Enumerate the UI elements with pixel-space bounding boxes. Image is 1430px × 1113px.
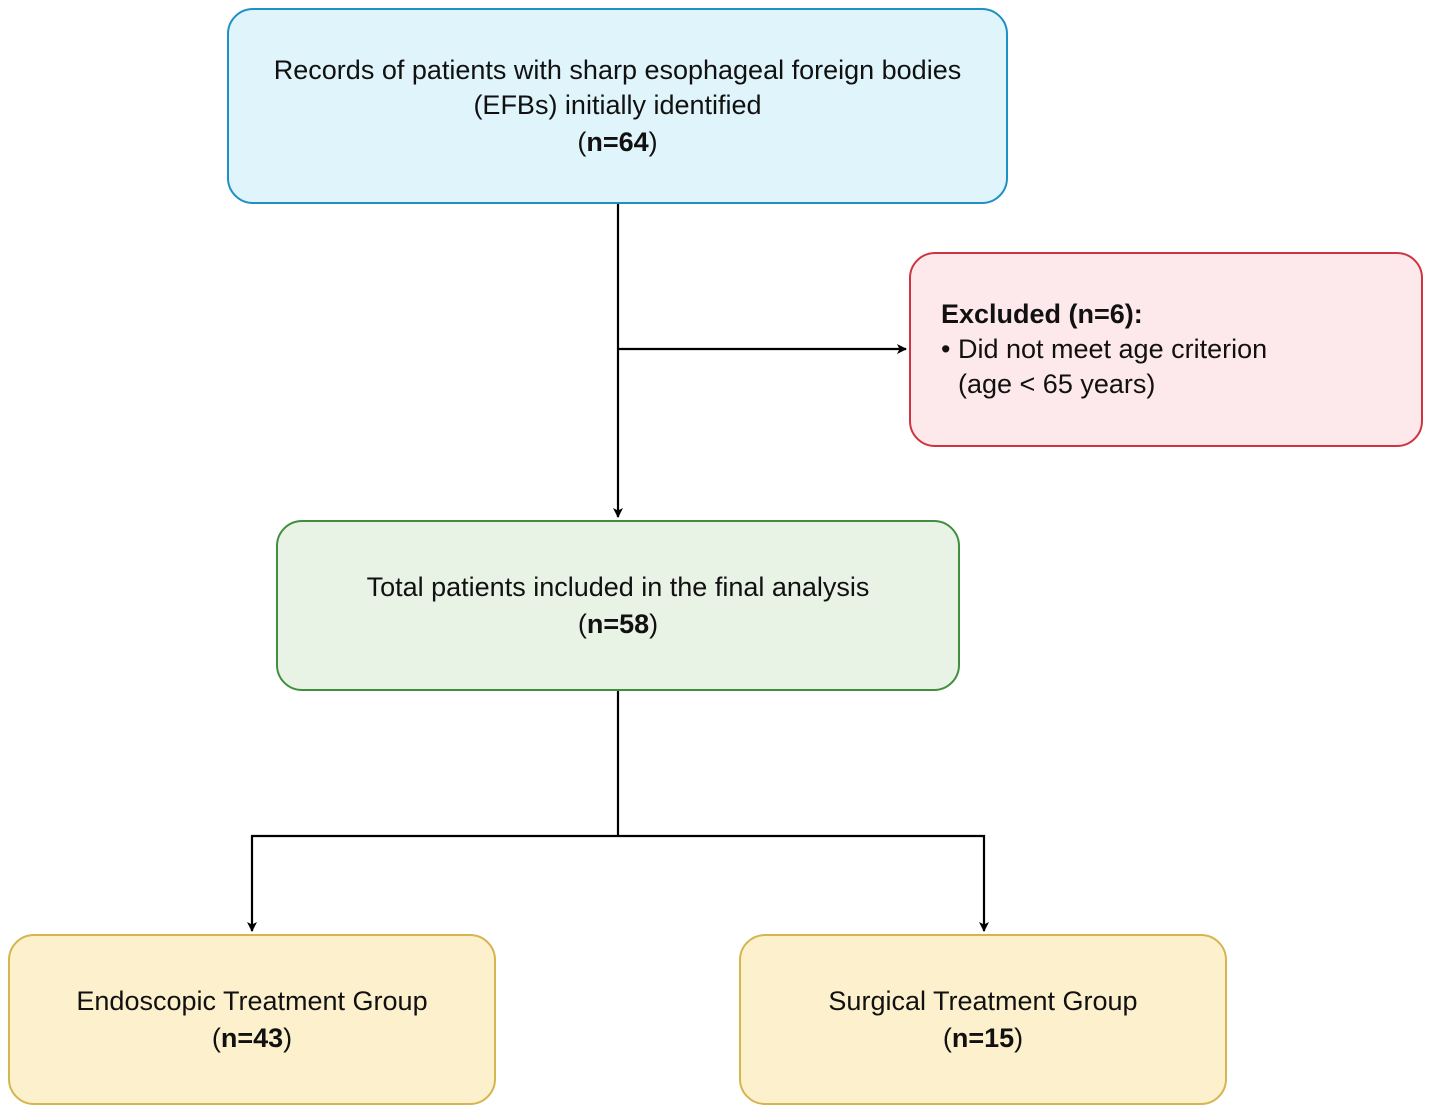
included-line1: Total patients included in the final ana… [366, 571, 870, 602]
endoscopic-group-box: Endoscopic Treatment Group (n=43) [8, 934, 496, 1105]
initial-records-box: Records of patients with sharp esophagea… [227, 8, 1008, 204]
endoscopic-group-label: Endoscopic Treatment Group [76, 985, 428, 1016]
endoscopic-count: n=43 [220, 1022, 284, 1053]
initial-records-line1: Records of patients with sharp esophagea… [273, 54, 962, 85]
surgical-count-line: (n=15) [942, 1022, 1024, 1053]
initial-records-count-line: (n=64) [577, 126, 658, 157]
surgical-count: n=15 [951, 1022, 1015, 1053]
initial-records-count: n=64 [586, 126, 649, 157]
included-box: Total patients included in the final ana… [276, 520, 960, 691]
included-count-line: (n=58) [577, 608, 659, 639]
excluded-reason-line2: (age < 65 years) [958, 369, 1156, 399]
initial-records-line2: (EFBs) initially identified [473, 89, 762, 120]
excluded-title: Excluded (n=6): [941, 299, 1143, 329]
excluded-box: Excluded (n=6): • Did not meet age crite… [909, 252, 1423, 447]
excluded-reason-line1: Did not meet age criterion [957, 334, 1268, 364]
included-count: n=58 [586, 608, 650, 639]
endoscopic-count-line: (n=43) [211, 1022, 293, 1053]
surgical-group-box: Surgical Treatment Group (n=15) [739, 934, 1227, 1105]
surgical-group-label: Surgical Treatment Group [828, 985, 1138, 1016]
bullet-icon: • [941, 334, 951, 364]
excluded-reason-row: • Did not meet age criterion [941, 332, 1267, 367]
